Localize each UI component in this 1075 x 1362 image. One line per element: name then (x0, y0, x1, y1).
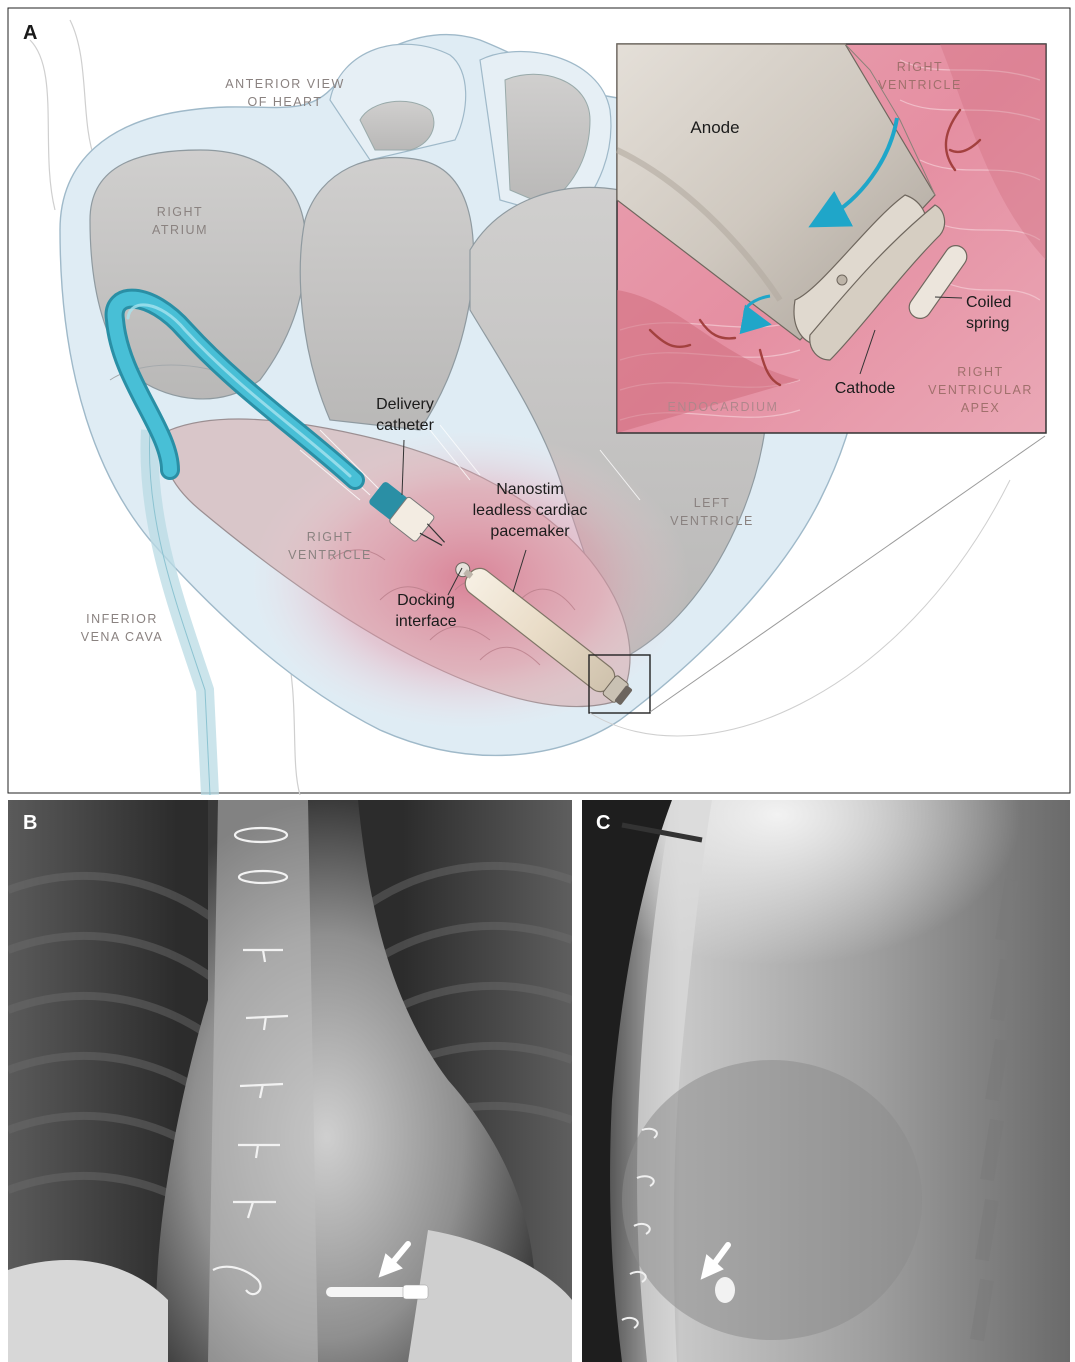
panel-c-xray (582, 800, 1070, 1362)
docking-interface-label: Docking interface (376, 590, 476, 632)
lateral-chest-radiograph (582, 800, 1070, 1362)
panel-b-letter: B (23, 812, 37, 835)
inset-right-ventricle-label: RIGHT VENTRICLE (860, 58, 980, 94)
frontal-chest-radiograph (8, 800, 572, 1362)
panel-b-xray (8, 800, 572, 1362)
inferior-vena-cava-label: INFERIOR VENA CAVA (62, 610, 182, 646)
left-ventricle-label: LEFT VENTRICLE (652, 494, 772, 530)
endocardium-label: ENDOCARDIUM (648, 398, 798, 416)
anterior-view-label: ANTERIOR VIEW OF HEART (205, 75, 365, 111)
right-atrium-label: RIGHT ATRIUM (125, 203, 235, 239)
pacemaker-label: Nanostim leadless cardiac pacemaker (455, 479, 605, 542)
cathode-label: Cathode (815, 378, 915, 399)
coiled-spring-label: Coiled spring (966, 292, 1046, 334)
anode-label: Anode (665, 117, 765, 138)
panel-c-letter: C (596, 812, 610, 835)
panel-a-letter: A (23, 22, 37, 45)
delivery-catheter-label: Delivery catheter (350, 394, 460, 436)
right-ventricle-label: RIGHT VENTRICLE (270, 528, 390, 564)
right-ventricular-apex-label: RIGHT VENTRICULAR APEX (918, 363, 1043, 417)
